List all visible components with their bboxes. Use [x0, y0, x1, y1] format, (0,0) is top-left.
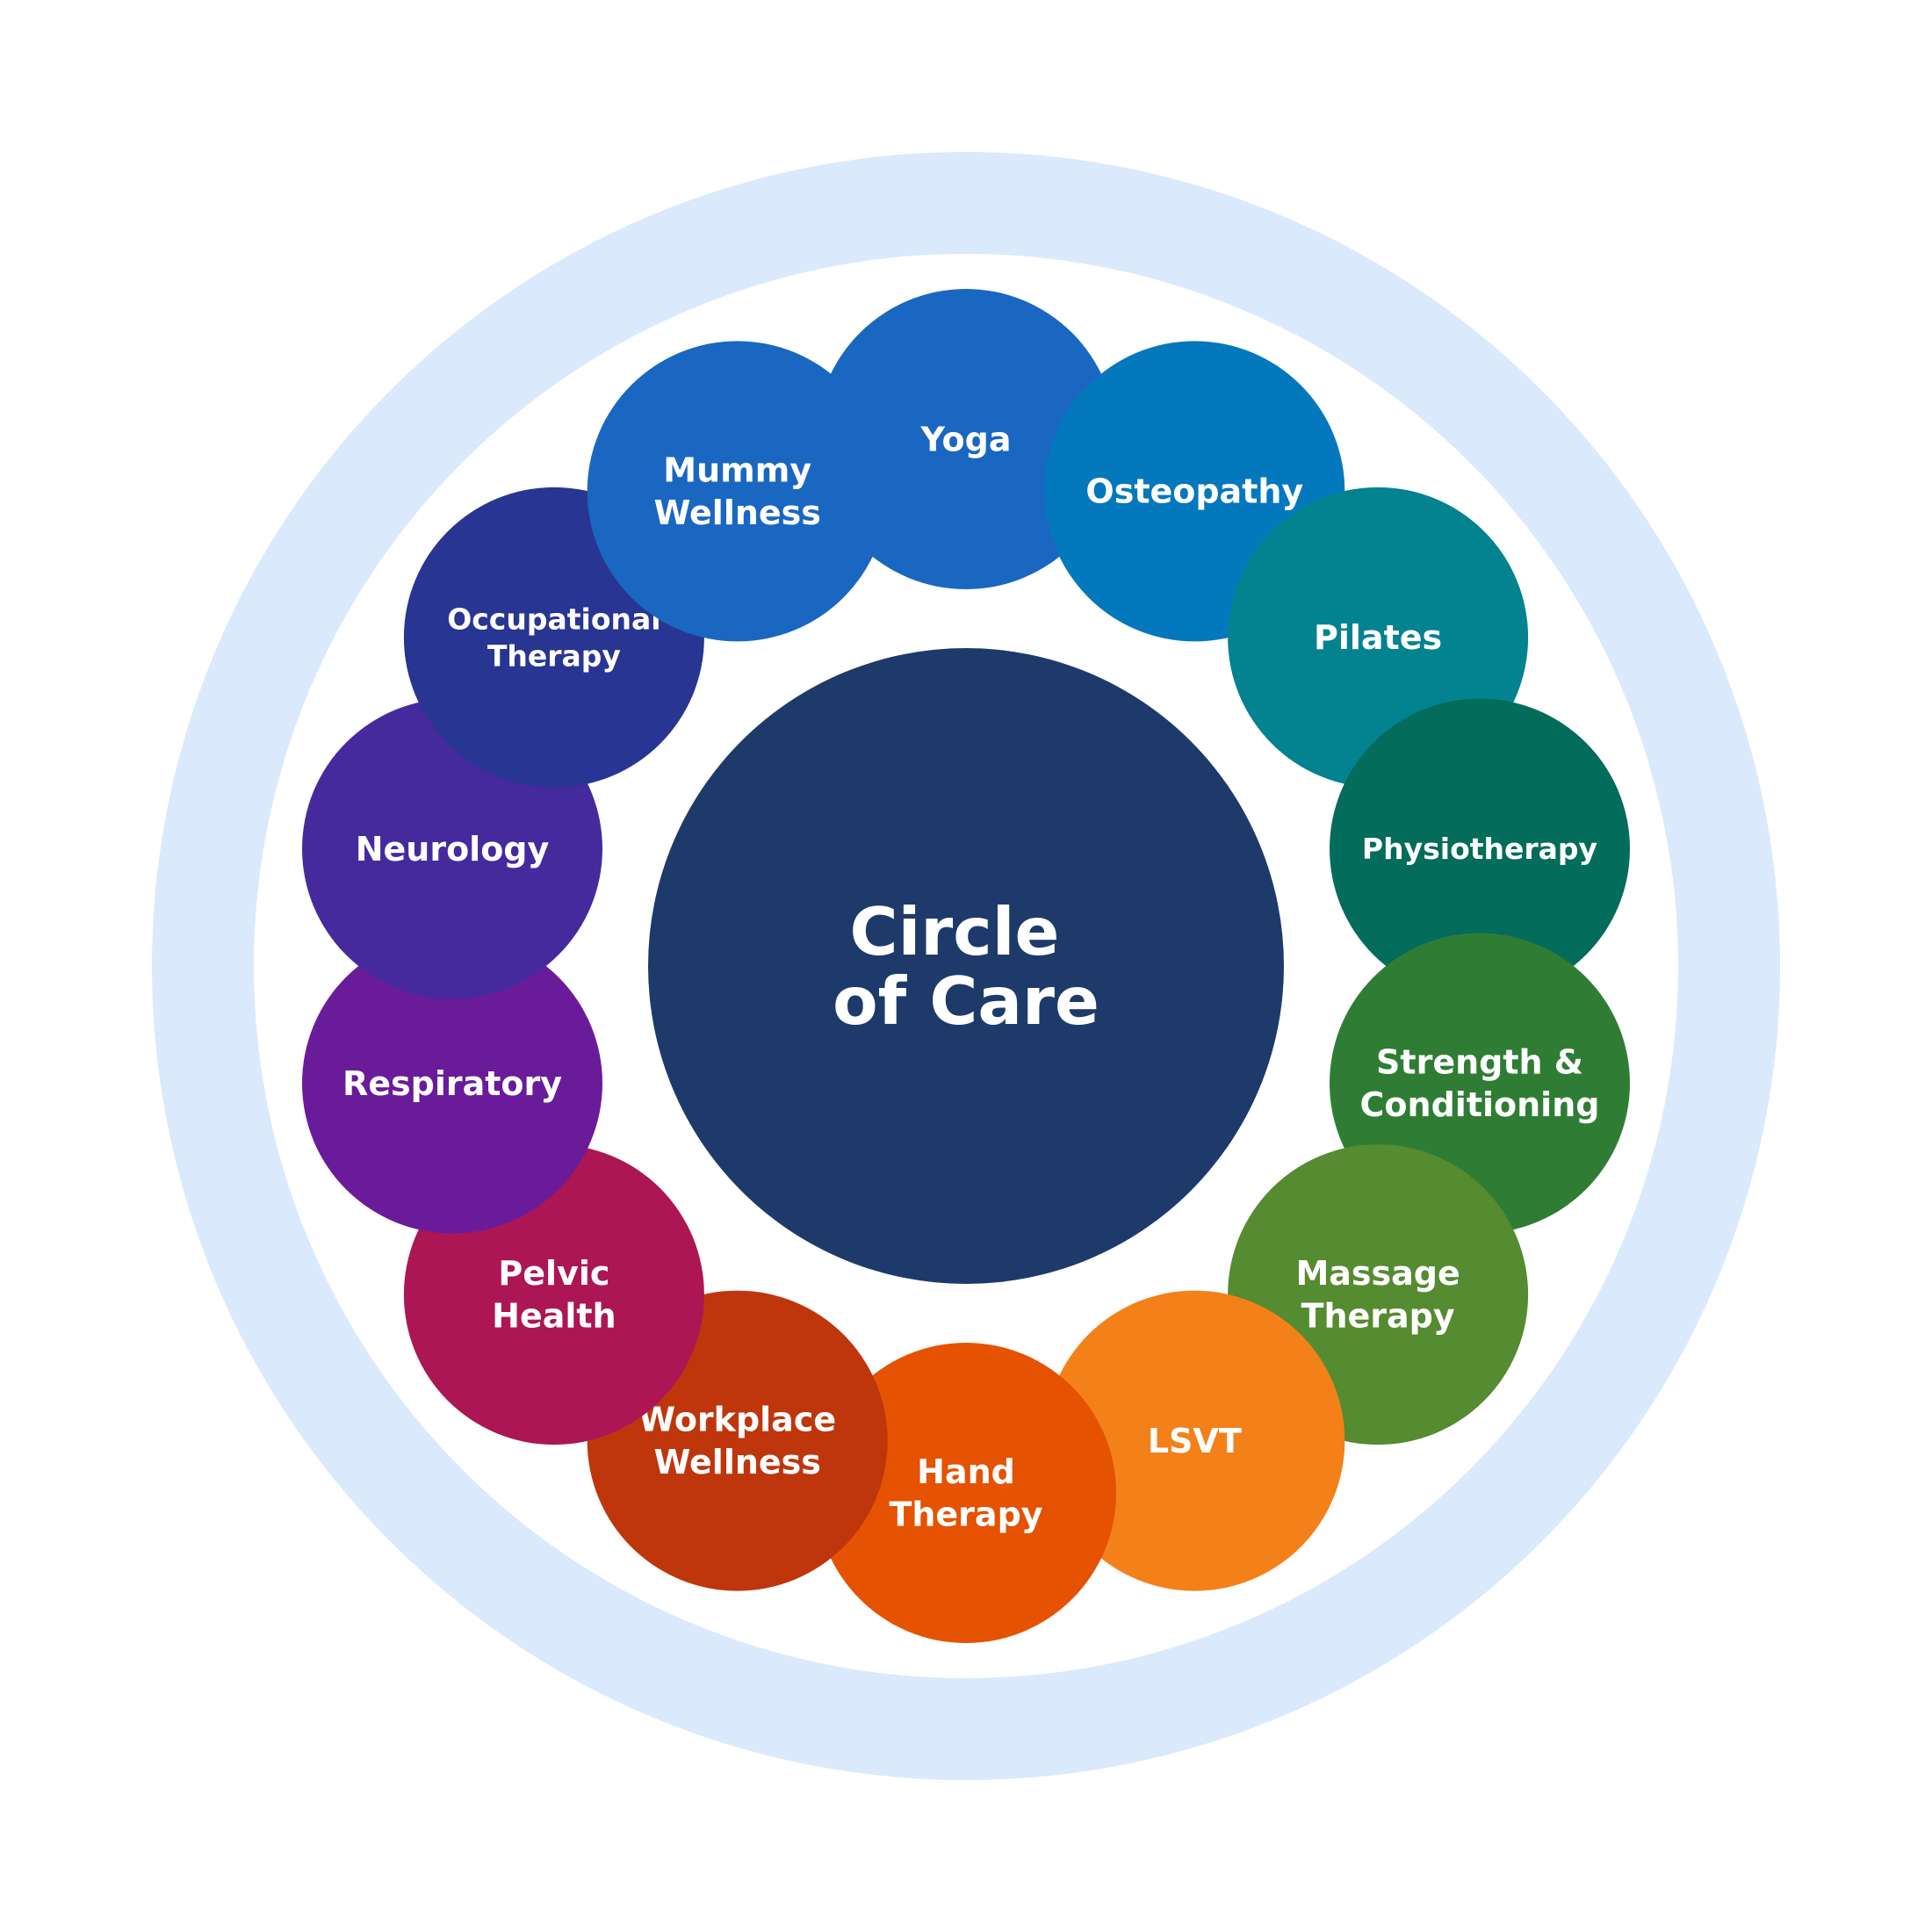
workplace-wellness-label-line-1: Workplace	[638, 1401, 836, 1439]
service-node-yoga: Yoga	[816, 289, 1116, 589]
osteopathy-label: Osteopathy	[1085, 472, 1303, 511]
pilates-label-line-1: Pilates	[1314, 618, 1442, 657]
neurology-label: Neurology	[356, 830, 550, 869]
center-circle	[648, 648, 1284, 1284]
massage-therapy-label-line-2: Therapy	[1301, 1297, 1455, 1336]
hand-therapy-label-line-2: Therapy	[889, 1496, 1042, 1534]
center-title-line-2: of Care	[833, 962, 1099, 1040]
lsvt-label-line-1: LSVT	[1148, 1422, 1242, 1460]
respiratory-label: Respiratory	[342, 1064, 562, 1103]
center-hub: Circle of Care	[648, 648, 1284, 1284]
neurology-label-line-1: Neurology	[356, 830, 550, 869]
physiotherapy-label: Physiotherapy	[1362, 832, 1597, 866]
hand-therapy-circle	[816, 1343, 1116, 1643]
strength-conditioning-label: Strength &Conditioning	[1360, 1043, 1600, 1125]
outer-ring	[152, 152, 1780, 1780]
service-node-respiratory: Respiratory	[302, 933, 602, 1234]
yoga-label-line-1: Yoga	[920, 420, 1012, 458]
center-title: Circle of Care	[833, 893, 1099, 1040]
hand-therapy-label-line-1: Hand	[917, 1453, 1015, 1491]
mummy-wellness-label-line-1: Mummy	[663, 451, 811, 489]
strength-conditioning-label-line-1: Strength &	[1376, 1043, 1583, 1082]
strength-conditioning-label-line-2: Conditioning	[1360, 1085, 1600, 1124]
occupational-therapy-label-line-1: Occupational	[447, 602, 660, 636]
mummy-wellness-circle	[587, 341, 888, 642]
physiotherapy-label-line-1: Physiotherapy	[1362, 832, 1597, 866]
workplace-wellness-label-line-2: Wellness	[653, 1443, 820, 1481]
yoga-label: Yoga	[920, 420, 1012, 458]
occupational-therapy-label-line-2: Therapy	[487, 639, 621, 674]
mummy-wellness-label-line-2: Wellness	[653, 494, 820, 532]
service-node-physiotherapy: Physiotherapy	[1330, 698, 1630, 999]
pelvic-health-label-line-2: Health	[492, 1297, 616, 1336]
physiotherapy-circle	[1330, 698, 1630, 999]
osteopathy-label-line-1: Osteopathy	[1085, 472, 1303, 511]
service-nodes: YogaOsteopathyPilatesPhysiotherapyStreng…	[302, 289, 1630, 1643]
pelvic-health-label-line-1: Pelvic	[498, 1254, 609, 1293]
lsvt-circle	[1044, 1290, 1345, 1591]
respiratory-circle	[302, 933, 602, 1234]
pilates-label: Pilates	[1314, 618, 1442, 657]
respiratory-label-line-1: Respiratory	[342, 1064, 562, 1103]
yoga-circle	[816, 289, 1116, 589]
massage-therapy-label-line-1: Massage	[1295, 1254, 1460, 1293]
center-title-line-1: Circle	[850, 893, 1060, 970]
lsvt-label: LSVT	[1148, 1422, 1242, 1460]
service-node-lsvt: LSVT	[1044, 1290, 1345, 1591]
